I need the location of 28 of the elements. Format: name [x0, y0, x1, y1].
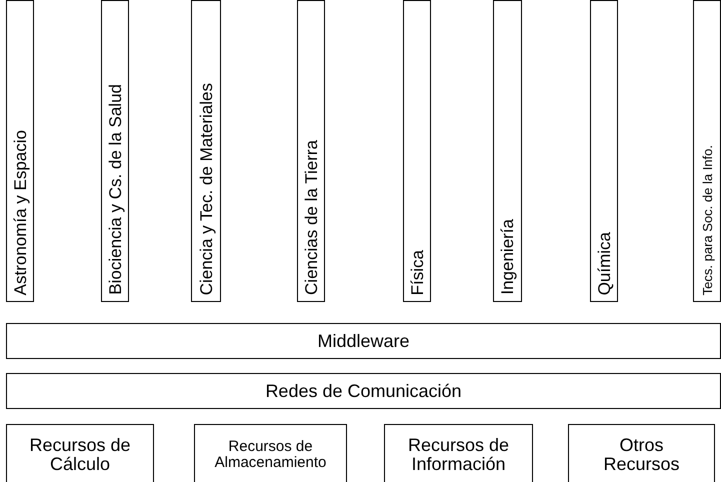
layer-label: Biociencia y Cs. de la Salud: [106, 84, 124, 295]
discipline-column: [403, 0, 431, 302]
resource-box: [568, 424, 715, 482]
discipline-column: [191, 0, 221, 302]
layer-label: Recursos de Almacenamiento: [214, 439, 328, 471]
discipline-column: [6, 0, 34, 302]
layer-label: Recursos de Cálculo: [28, 436, 132, 474]
resource-box: [194, 424, 347, 482]
discipline-column: [101, 0, 129, 302]
resource-box: [384, 424, 533, 482]
discipline-column: [493, 0, 522, 302]
layer-label: Otros Recursos: [602, 436, 681, 474]
layer-label: Redes de Comunicación: [265, 382, 462, 400]
discipline-column: [590, 0, 618, 302]
layer-label: Recursos de Información: [406, 436, 510, 474]
layer-label: Tecs. para Soc. de la Info.: [700, 144, 714, 295]
layer-label: Ciencia y Tec. de Materiales: [198, 82, 214, 295]
discipline-column: [693, 0, 721, 302]
layer-label: Ingeniería: [499, 219, 516, 295]
layer-label: Astronomía y Espacio: [12, 130, 28, 295]
resource-box: [6, 424, 154, 482]
layer-bar: [6, 373, 721, 409]
layer-label: Química: [596, 232, 612, 295]
layer-bar: [6, 323, 721, 359]
layer-label: Física: [408, 250, 426, 295]
discipline-column: [297, 0, 325, 302]
layer-label: Middleware: [317, 332, 410, 350]
layer-label: Ciencias de la Tierra: [302, 140, 320, 295]
